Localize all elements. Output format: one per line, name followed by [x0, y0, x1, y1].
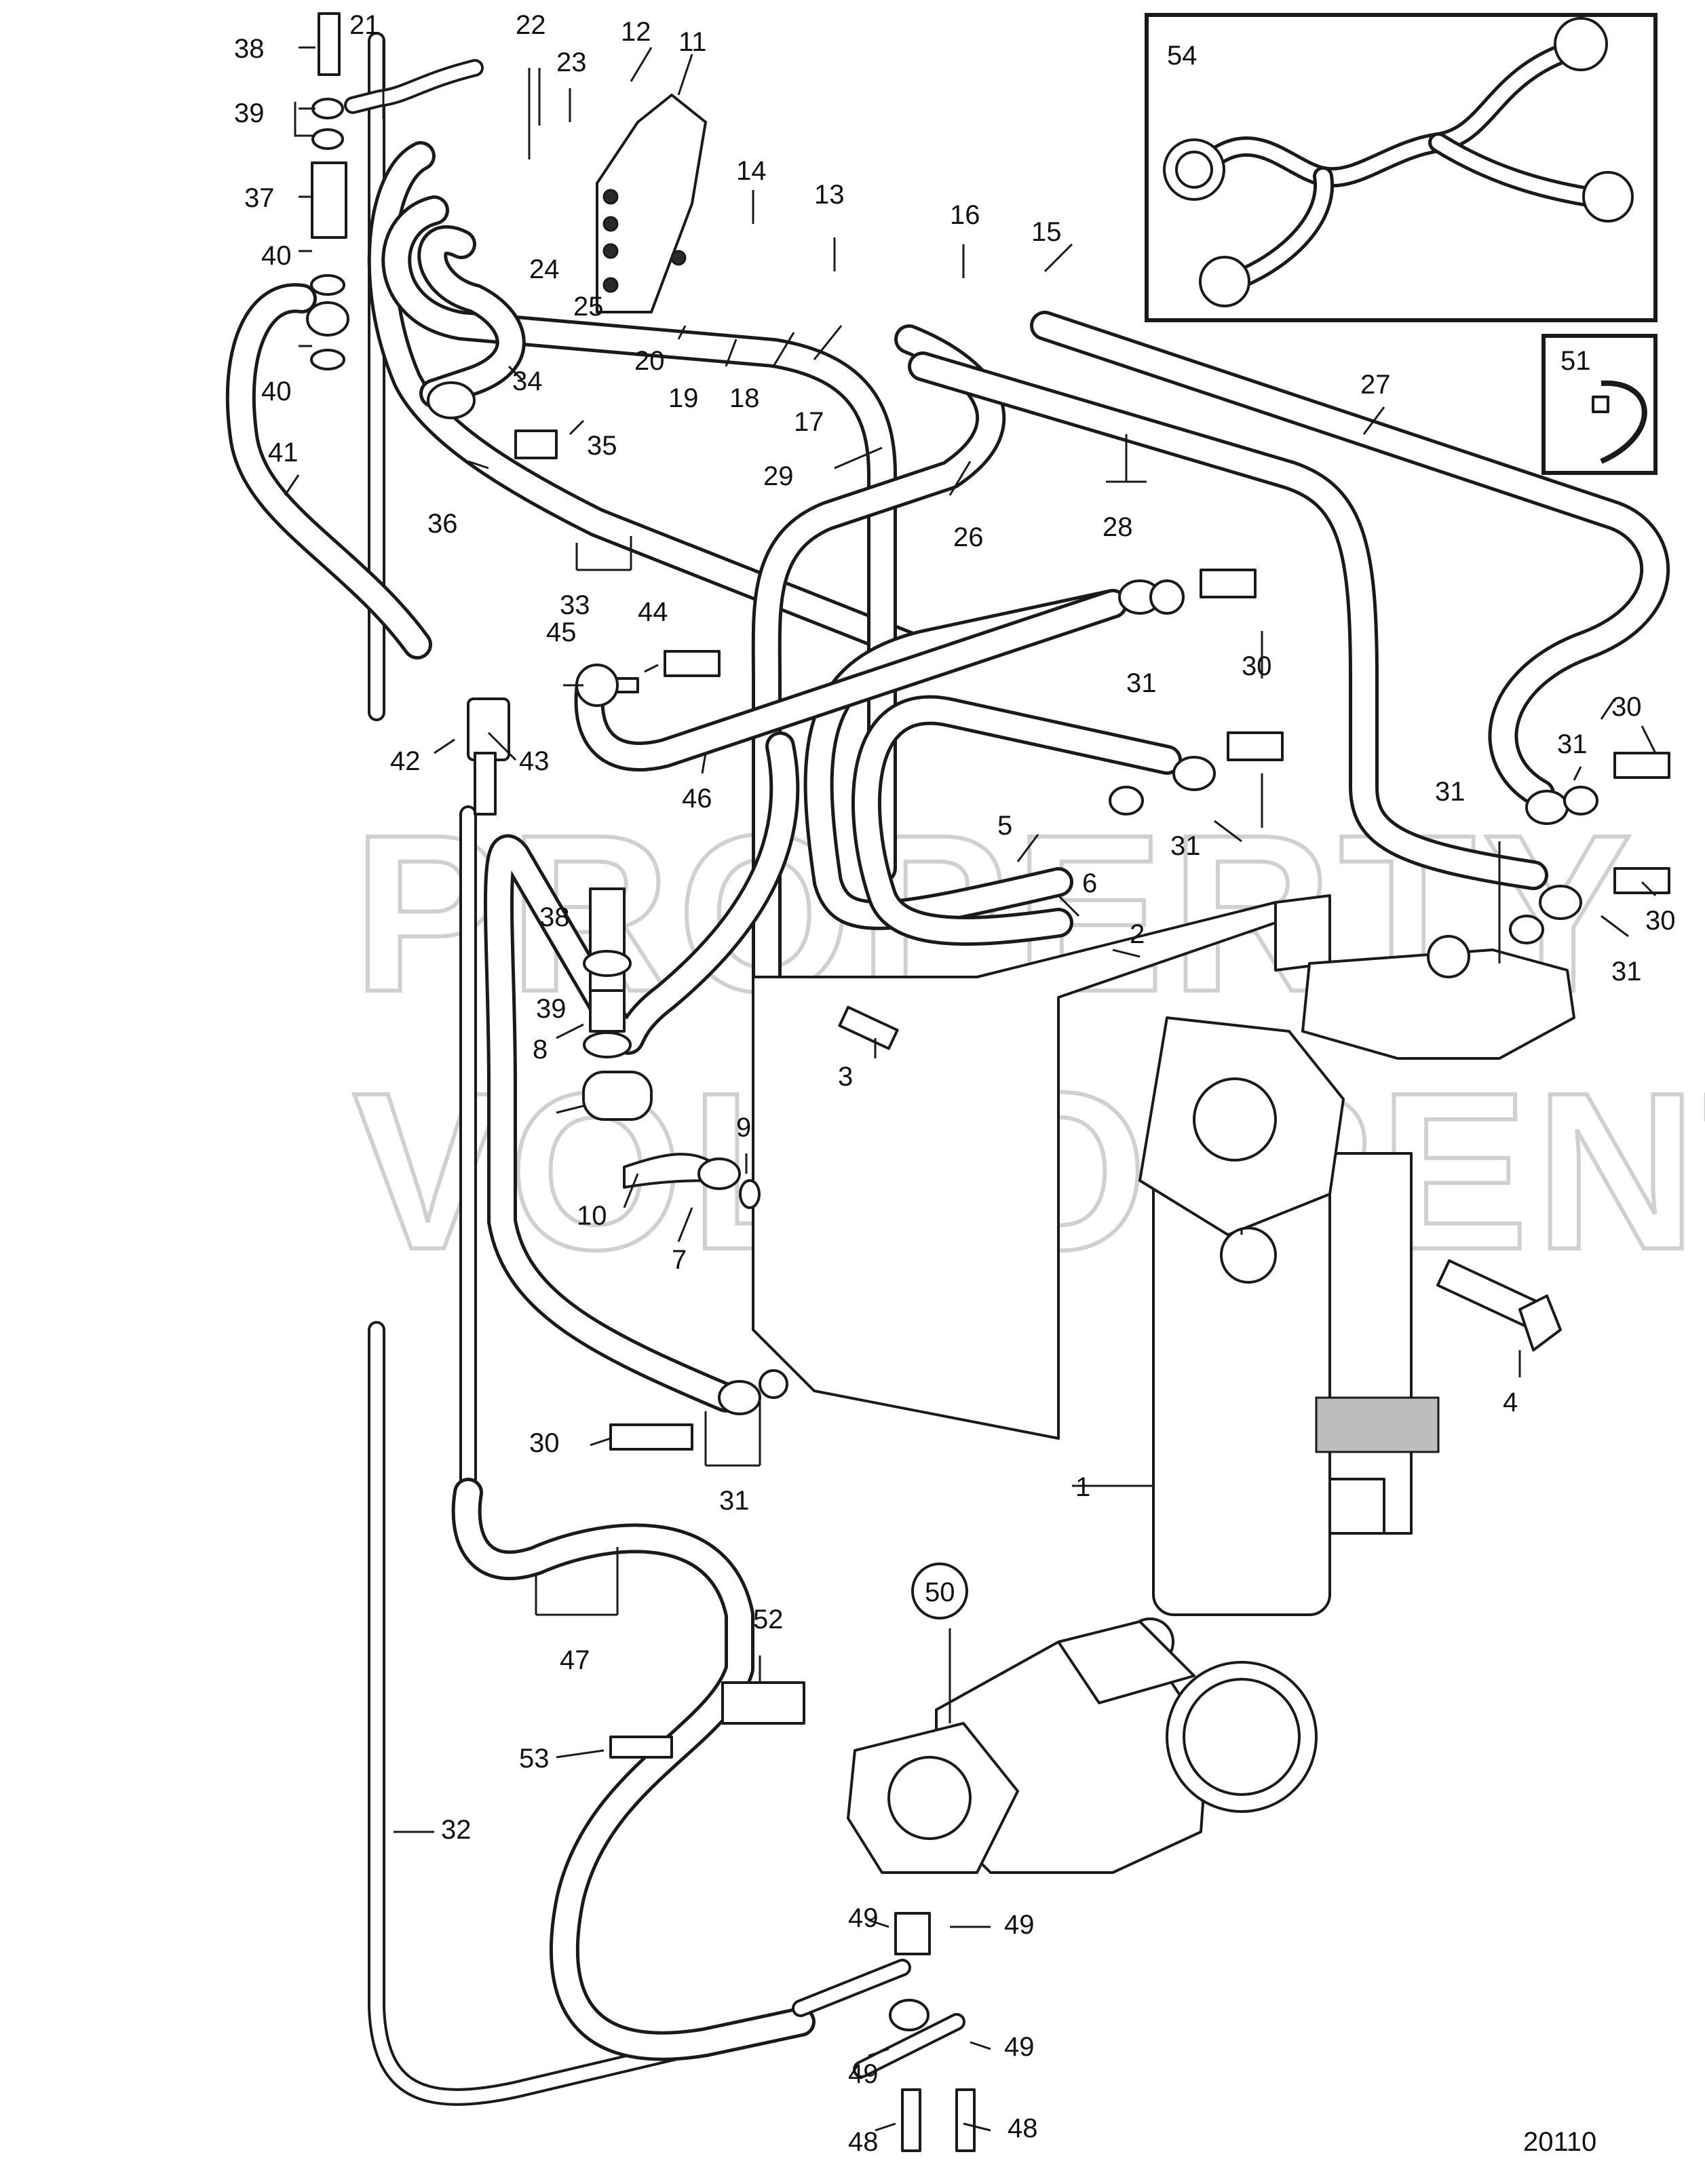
inset-wiring-harness	[1145, 13, 1658, 322]
callout-9: 9	[736, 1113, 751, 1143]
callout-6: 6	[1082, 868, 1097, 898]
callout-50-circle: 50	[911, 1563, 968, 1620]
inset-cable-tie	[1541, 334, 1658, 475]
callout-44: 44	[638, 597, 668, 627]
callout-26: 26	[953, 522, 984, 552]
callout-20: 20	[634, 346, 665, 376]
fittings	[306, 12, 1670, 2152]
callout-38b: 38	[539, 902, 570, 932]
callout-30b: 30	[1611, 692, 1642, 722]
callout-5: 5	[997, 811, 1012, 841]
callout-38a: 38	[234, 34, 265, 64]
callout-19: 19	[668, 383, 699, 413]
callout-29: 29	[763, 461, 794, 491]
callout-50: 50	[925, 1577, 955, 1607]
callout-39a: 39	[234, 98, 265, 128]
diagram-id: 20110	[1523, 2127, 1596, 2157]
callout-31f: 31	[719, 1486, 750, 1516]
callout-54: 54	[1167, 41, 1198, 71]
callout-8: 8	[533, 1035, 548, 1065]
callout-37: 37	[244, 183, 275, 213]
callout-36: 36	[427, 509, 458, 539]
callout-27: 27	[1360, 370, 1391, 400]
callout-52: 52	[753, 1605, 784, 1634]
callout-15: 15	[1031, 217, 1062, 247]
callout-28: 28	[1103, 512, 1133, 542]
fuel-pump	[847, 1617, 1318, 1874]
callout-30d: 30	[529, 1428, 560, 1458]
callout-48a: 48	[848, 2127, 879, 2157]
callout-13: 13	[814, 180, 845, 210]
callout-10: 10	[577, 1201, 607, 1231]
callout-45: 45	[546, 617, 577, 647]
connector-bracket	[596, 94, 707, 313]
callout-31b: 31	[1170, 831, 1201, 861]
callout-21: 21	[349, 10, 380, 40]
callout-31e: 31	[1611, 957, 1642, 986]
callout-17: 17	[794, 407, 824, 437]
callout-49c: 49	[1004, 2032, 1035, 2062]
callout-47: 47	[560, 1645, 590, 1675]
callout-31c: 31	[1557, 729, 1588, 759]
callout-7: 7	[672, 1245, 687, 1275]
callout-48b: 48	[1008, 2113, 1038, 2143]
callout-49d: 49	[848, 2059, 879, 2089]
callout-24: 24	[529, 254, 560, 284]
callout-33: 33	[560, 590, 590, 620]
callout-46: 46	[682, 784, 712, 813]
callout-25: 25	[573, 292, 604, 322]
callout-18: 18	[729, 383, 760, 413]
callout-53: 53	[519, 1744, 550, 1774]
callout-12: 12	[621, 17, 651, 47]
callouts: 1 2 3 4 5 6 7 8 9 10 11 12 13 14 15 16 1…	[234, 10, 1676, 2157]
callout-16: 16	[950, 200, 980, 230]
callout-4: 4	[1503, 1387, 1518, 1417]
callout-30a: 30	[1242, 651, 1272, 681]
callout-43: 43	[519, 746, 550, 776]
callout-35: 35	[587, 431, 617, 461]
callout-14: 14	[736, 156, 767, 186]
callout-11: 11	[678, 27, 707, 57]
leader-lines	[284, 41, 1657, 2132]
callout-51: 51	[1560, 346, 1591, 376]
callout-40a: 40	[261, 241, 292, 271]
callout-31a: 31	[1126, 668, 1157, 698]
callout-40b: 40	[261, 377, 292, 406]
callout-34: 34	[512, 366, 543, 396]
callout-32: 32	[441, 1815, 472, 1845]
callout-22: 22	[516, 10, 546, 40]
callout-49a: 49	[848, 1903, 879, 1933]
callout-2: 2	[1130, 919, 1145, 949]
callout-1: 1	[1075, 1472, 1090, 1502]
callout-31d: 31	[1435, 777, 1465, 807]
callout-39b: 39	[536, 994, 567, 1024]
callout-41: 41	[268, 438, 299, 467]
callout-23: 23	[556, 47, 587, 77]
callout-3: 3	[838, 1062, 853, 1092]
callout-49b: 49	[1004, 1910, 1035, 1940]
callout-42: 42	[390, 746, 421, 776]
callout-30c: 30	[1645, 906, 1676, 936]
